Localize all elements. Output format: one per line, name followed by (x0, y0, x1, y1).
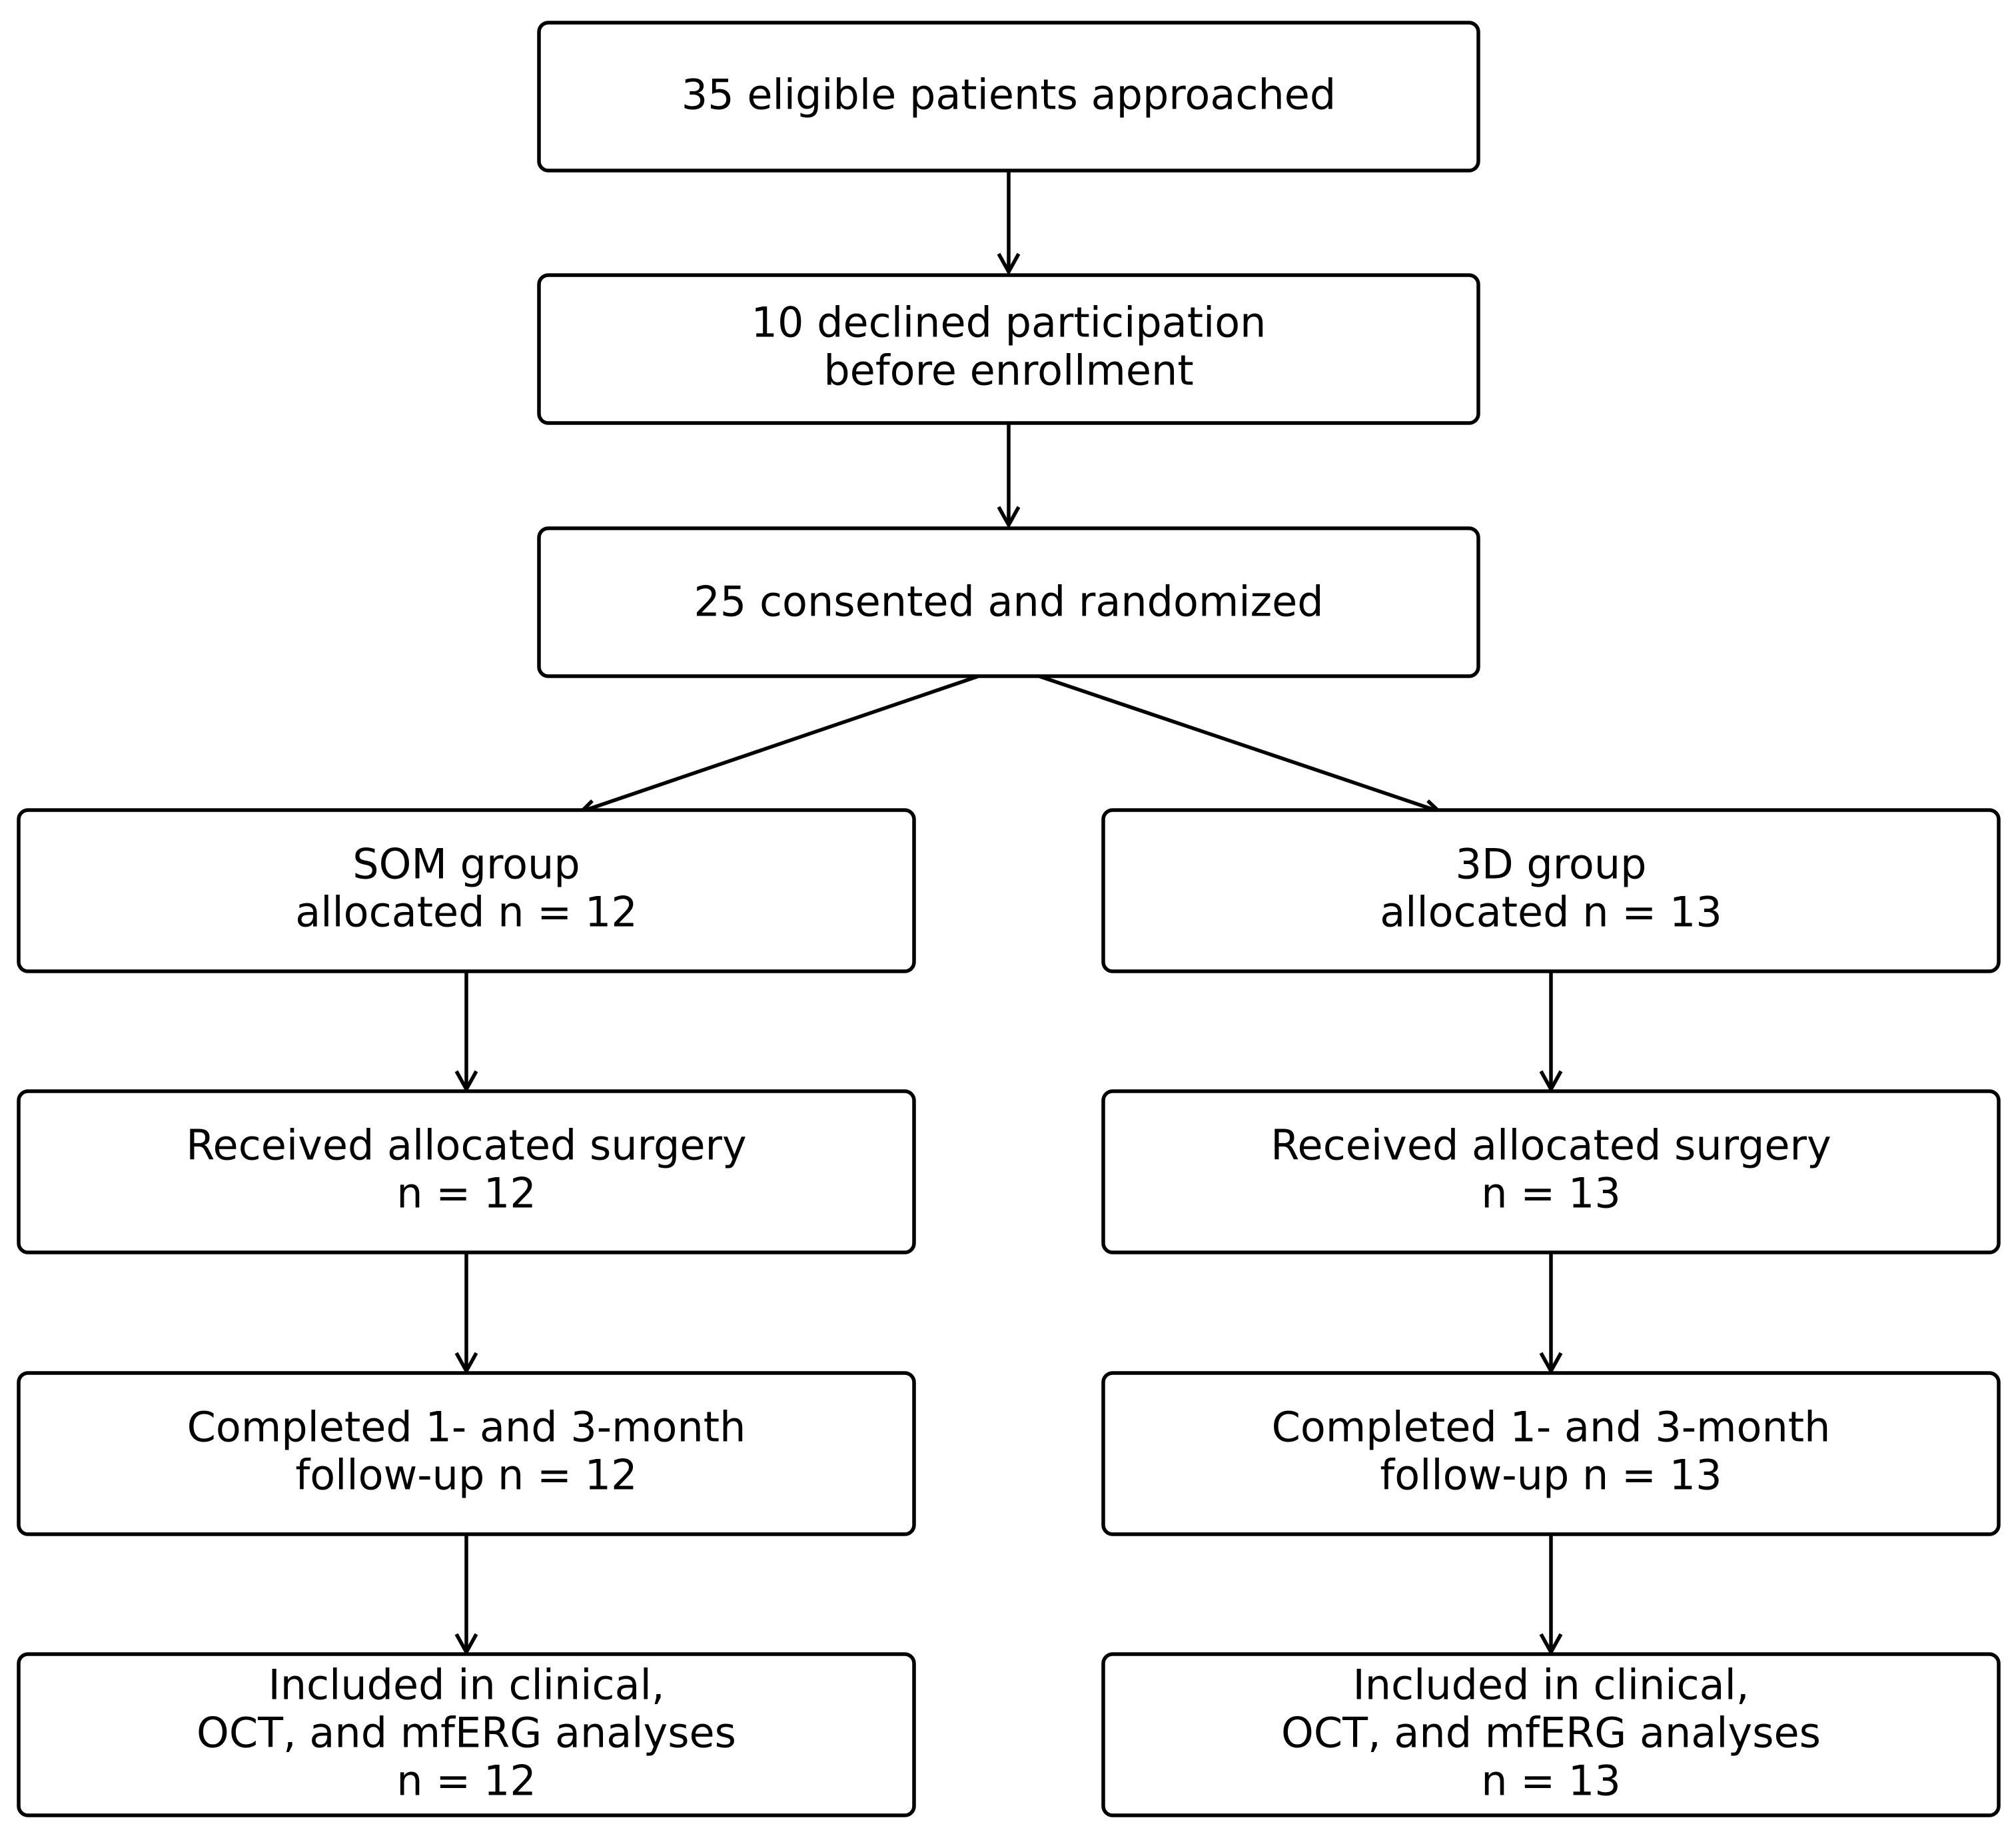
box-approached-line-1: 35 eligible patients approached (682, 71, 1336, 119)
box-3d-allocated: 3D group allocated n = 13 (1101, 808, 2001, 973)
box-3d-analysis-line-3: n = 13 (1481, 1757, 1621, 1805)
box-declined-line-1: 10 declined participation (752, 298, 1266, 347)
box-3d-followup-line-1: Completed 1- and 3-month (1272, 1403, 1831, 1452)
arrow-approached-to-declined (997, 167, 1021, 276)
box-som-allocated: SOM group allocated n = 12 (17, 808, 916, 973)
box-3d-followup-line-2: follow-up n = 13 (1380, 1451, 1722, 1500)
box-som-followup: Completed 1- and 3-month follow-up n = 1… (17, 1371, 916, 1536)
box-declined: 10 declined participation before enrollm… (537, 273, 1480, 425)
box-som-analysis-line-2: OCT, and mfERG analyses (197, 1709, 736, 1757)
arrow-3d-allocated-to-surgery (1539, 969, 1563, 1093)
box-3d-allocated-line-2: allocated n = 13 (1380, 888, 1722, 937)
arrow-3d-surgery-to-followup (1539, 1250, 1563, 1375)
box-3d-surgery-line-1: Received allocated surgery (1270, 1121, 1831, 1170)
arrow-som-surgery-to-followup (454, 1250, 478, 1375)
box-som-followup-line-2: follow-up n = 12 (295, 1451, 637, 1500)
box-approached: 35 eligible patients approached (537, 21, 1480, 173)
arrow-randomized-to-som (578, 666, 1003, 819)
box-3d-surgery-line-2: n = 13 (1481, 1169, 1621, 1218)
box-randomized-line-1: 25 consented and randomized (694, 578, 1323, 626)
box-som-analysis-line-3: n = 12 (396, 1757, 536, 1805)
box-3d-analysis-line-1: Included in clinical, (1352, 1661, 1749, 1709)
box-som-surgery-line-1: Received allocated surgery (186, 1121, 746, 1170)
arrow-declined-to-randomized (997, 420, 1021, 529)
box-som-surgery-line-2: n = 12 (396, 1169, 536, 1218)
box-3d-analysis-line-2: OCT, and mfERG analyses (1281, 1709, 1821, 1757)
arrow-som-allocated-to-surgery (454, 969, 478, 1093)
arrow-randomized-to-3d (1015, 666, 1442, 819)
box-som-followup-line-1: Completed 1- and 3-month (187, 1403, 746, 1452)
box-som-surgery: Received allocated surgery n = 12 (17, 1089, 916, 1254)
arrow-3d-followup-to-analysis (1539, 1531, 1563, 1656)
box-3d-analysis: Included in clinical, OCT, and mfERG ana… (1101, 1652, 2001, 1817)
box-som-analysis: Included in clinical, OCT, and mfERG ana… (17, 1652, 916, 1817)
box-3d-allocated-line-1: 3D group (1456, 840, 1647, 889)
box-3d-followup: Completed 1- and 3-month follow-up n = 1… (1101, 1371, 2001, 1536)
box-declined-line-2: before enrollment (823, 346, 1193, 395)
box-som-allocated-line-2: allocated n = 12 (295, 888, 638, 937)
arrow-som-followup-to-analysis (454, 1531, 478, 1656)
box-3d-surgery: Received allocated surgery n = 13 (1101, 1089, 2001, 1254)
box-som-analysis-line-1: Included in clinical, (268, 1661, 664, 1709)
box-som-allocated-line-1: SOM group (352, 840, 580, 889)
box-randomized: 25 consented and randomized (537, 526, 1480, 678)
